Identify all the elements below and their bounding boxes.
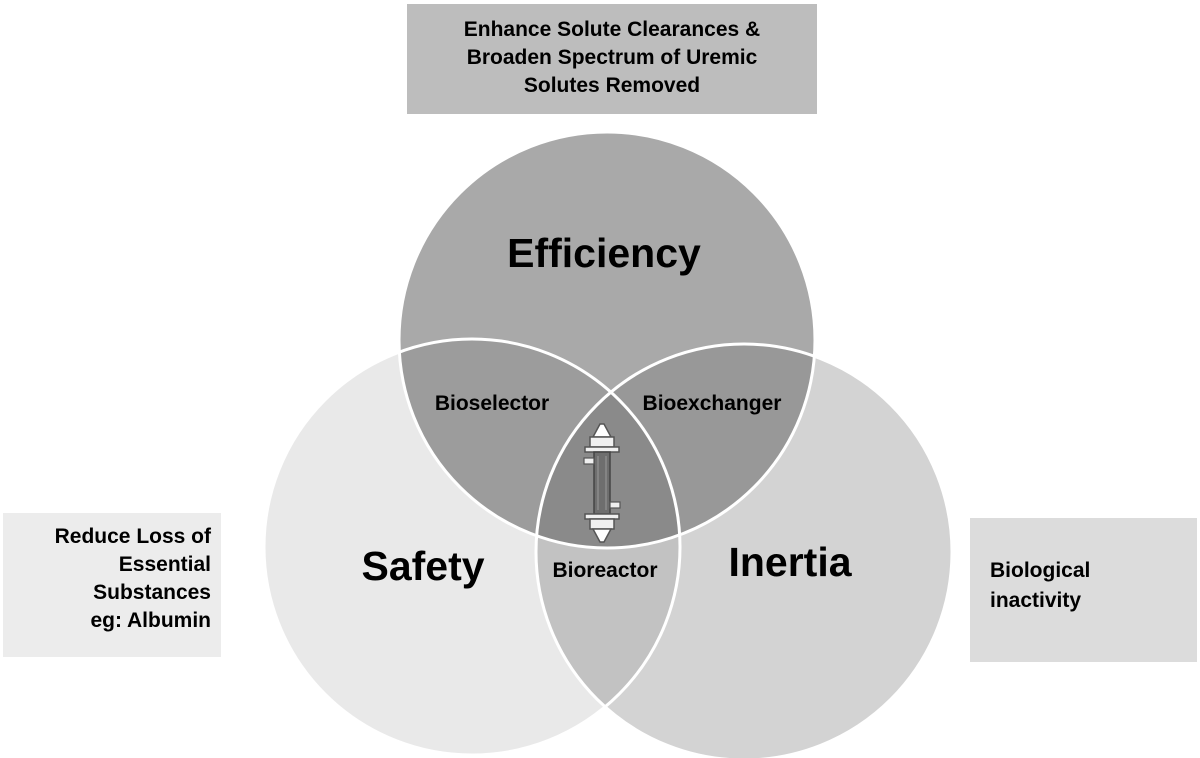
efficiency-goal-line-3: Solutes Removed xyxy=(523,74,701,97)
efficiency-goal-line-1: Enhance Solute Clearances & xyxy=(463,18,761,41)
safety-goal-line-3: Substances xyxy=(93,581,211,604)
safety-goal-line-1: Reduce Loss of xyxy=(54,525,211,548)
inertia-label: Inertia xyxy=(728,539,852,585)
inertia-goal-box: Biological inactivity xyxy=(970,518,1197,662)
dialyzer-cartridge-icon xyxy=(583,423,621,543)
bioexchanger-label: Bioexchanger xyxy=(643,392,782,415)
bioreactor-label: Bioreactor xyxy=(552,559,657,582)
inertia-goal-line-2: inactivity xyxy=(990,589,1082,612)
safety-goal-line-2: Essential xyxy=(118,553,211,576)
center-region xyxy=(536,344,680,548)
safety-goal-box: Reduce Loss of Essential Substances eg: … xyxy=(3,513,221,657)
efficiency-goal-box: Enhance Solute Clearances & Broaden Spec… xyxy=(407,4,817,114)
inertia-goal-line-1: Biological xyxy=(990,559,1091,582)
efficiency-label: Efficiency xyxy=(507,230,701,276)
efficiency-goal-line-2: Broaden Spectrum of Uremic xyxy=(466,46,758,69)
safety-label: Safety xyxy=(361,543,484,589)
safety-goal-line-4: eg: Albumin xyxy=(90,609,211,632)
bioselector-label: Bioselector xyxy=(435,392,549,415)
